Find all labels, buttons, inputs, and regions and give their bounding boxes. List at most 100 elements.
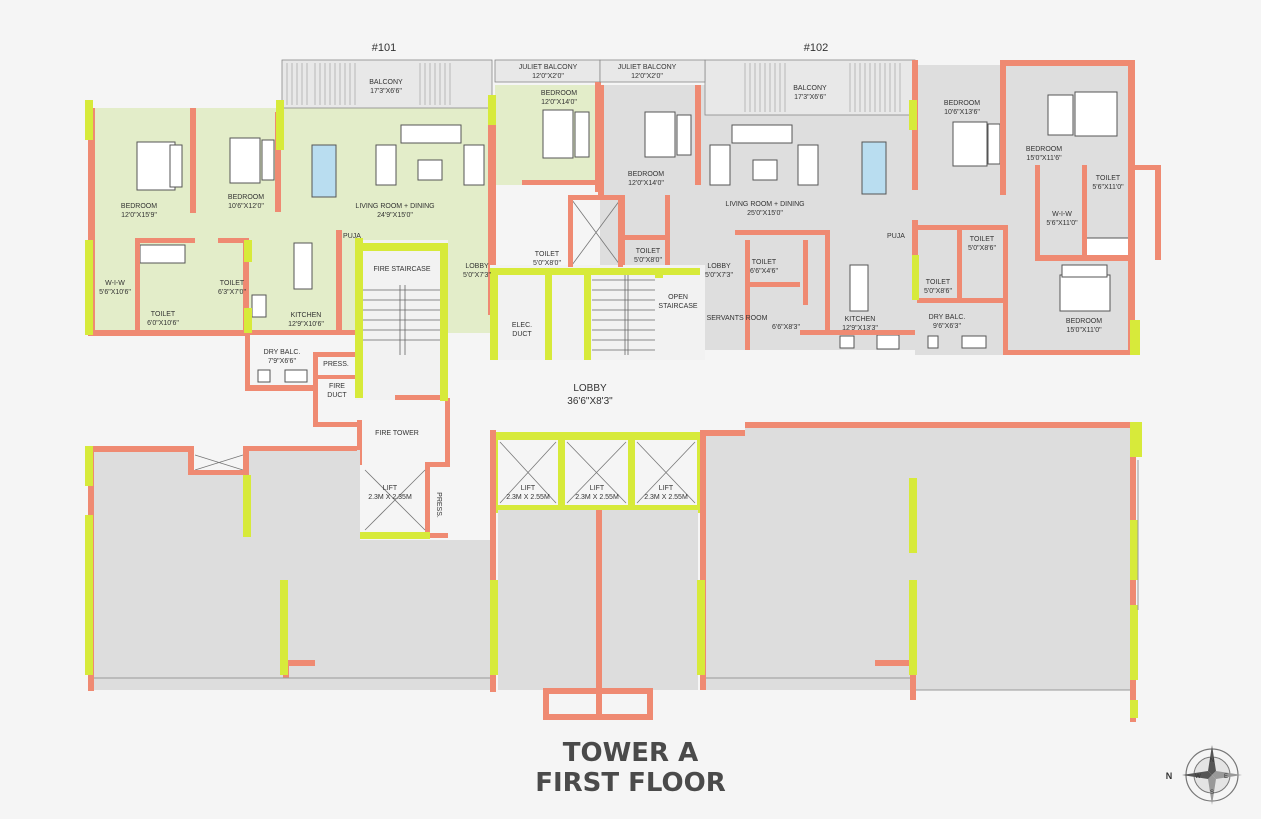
title-line-1: TOWER A (562, 738, 699, 768)
u102-bedroom1-size: 12'0"X14'0" (628, 180, 664, 187)
u101-bedroom1-name: BEDROOM (121, 203, 157, 210)
fire-duct-line2: DUCT (327, 392, 347, 399)
u101-puja: PUJA (343, 233, 361, 240)
u102-servants-name: SERVANTS ROOM (707, 315, 768, 322)
u101-juliet-name: JULIET BALCONY (519, 64, 578, 71)
u102-bedroom1-name: BEDROOM (628, 171, 664, 178)
u101-toilet-b-size: 6'3"X7'0" (218, 289, 246, 296)
u101-bedroom1-size: 12'0"X15'9" (121, 212, 157, 219)
u102-puja: PUJA (887, 233, 905, 240)
compass-letter-n: N (1210, 758, 1214, 764)
u102-toilet-e-size: 5'6"X11'0" (1092, 184, 1124, 191)
u102-bedroom3-name: BEDROOM (1026, 146, 1062, 153)
u102-balcony-size: 17'3"X6'6" (794, 94, 826, 101)
u101-toilet-b-name: TOILET (220, 280, 245, 287)
labels: #101 #102 BALCONY 17'3"X6'6" JULIET BALC… (99, 42, 1124, 518)
lift-1-size: 2.3M X 2.35M (368, 494, 412, 501)
fire-tower-label: FIRE TOWER (375, 430, 419, 437)
u102-bedroom2-size: 10'6"X13'6" (944, 109, 980, 116)
compass-letter-s: S (1210, 790, 1214, 796)
u101-kitchen-size: 12'9"X10'6" (288, 321, 324, 328)
core-floor (490, 265, 705, 360)
u101-dry-balc-name: DRY BALC. (264, 349, 301, 356)
u102-toilet-c-size: 5'0"X8'6" (968, 245, 996, 252)
u102-living-name: LIVING ROOM + DINING (725, 201, 804, 208)
u102-toilet-e-name: TOILET (1096, 175, 1121, 182)
core-lobby-name: LOBBY (573, 383, 607, 394)
u101-bedroom3-name: BEDROOM (541, 90, 577, 97)
compass-rose: N E S W N (1166, 745, 1242, 805)
u101-toilet-a-name: TOILET (151, 311, 176, 318)
lift-1-name: LIFT (383, 485, 398, 492)
open-staircase-line1: OPEN (668, 294, 688, 301)
u102-toilet-a-name: TOILET (636, 248, 661, 255)
u101-living-size: 24'9"X15'0" (377, 212, 413, 219)
u101-living-name: LIVING ROOM + DINING (355, 203, 434, 210)
compass-north-label: N (1166, 771, 1173, 781)
open-staircase-line2: STAIRCASE (658, 303, 697, 310)
lift-2-name: LIFT (521, 485, 536, 492)
u102-juliet-name: JULIET BALCONY (618, 64, 677, 71)
lift-4-size: 2.3M X 2.55M (644, 494, 688, 501)
u101-lobby-size: 5'0"X7'3" (463, 272, 491, 279)
fire-duct-line1: FIRE (329, 383, 345, 390)
unit-101 (85, 59, 602, 391)
u102-toilet-a-size: 5'0"X8'0" (634, 257, 662, 264)
u101-toilet-c-name: TOILET (535, 251, 560, 258)
u102-lobby-size: 5'0"X7'3" (705, 272, 733, 279)
u102-toilet-b-name: TOILET (752, 259, 777, 266)
u102-bedroom3-size: 15'0"X11'6" (1026, 155, 1062, 162)
u102-wiw-name: W-I-W (1052, 211, 1072, 218)
elec-duct-line1: ELEC. (512, 322, 532, 329)
press-label-side: PRESS. (435, 492, 442, 518)
u102-bedroom2-name: BEDROOM (944, 100, 980, 107)
u102-juliet-size: 12'0"X2'0" (631, 73, 663, 80)
lower-wing (85, 422, 1142, 722)
u101-wiw-size: 5'6"X10'6" (99, 289, 131, 296)
u101-toilet-a-size: 6'0"X10'6" (147, 320, 179, 327)
u102-living-size: 25'0"X15'0" (747, 210, 783, 217)
u101-bedroom3-size: 12'0"X14'0" (541, 99, 577, 106)
lift-3-name: LIFT (590, 485, 605, 492)
fire-staircase-label: FIRE STAIRCASE (373, 266, 430, 273)
drawing-title: TOWER A FIRST FLOOR (0, 738, 1261, 798)
unit-101-number: #101 (372, 42, 396, 54)
u101-kitchen-name: KITCHEN (291, 312, 322, 319)
elec-duct-line2: DUCT (512, 331, 532, 338)
u102-kitchen-name: KITCHEN (845, 316, 876, 323)
u101-toilet-c-size: 5'0"X8'0" (533, 260, 561, 267)
lower-right-slab (705, 425, 1135, 690)
core (194, 195, 705, 539)
u102-bedroom4-size: 15'0"X11'0" (1066, 327, 1102, 334)
u102-toilet-d-size: 5'0"X8'6" (924, 288, 952, 295)
lower-left-slab (90, 450, 490, 690)
compass-letter-e: E (1224, 774, 1228, 780)
lift-3-size: 2.3M X 2.55M (575, 494, 619, 501)
press-label-top: PRESS. (323, 361, 349, 368)
u102-dry-balc-size: 9'6"X6'3" (933, 323, 961, 330)
unit-101-balcony-floor (281, 59, 493, 109)
title-line-2: FIRST FLOOR (535, 768, 726, 798)
core-lobby-size: 36'6"X8'3" (567, 396, 613, 407)
lift-2-size: 2.3M X 2.55M (506, 494, 550, 501)
u102-toilet-c-name: TOILET (970, 236, 995, 243)
u101-balcony-name: BALCONY (369, 79, 403, 86)
unit-102-number: #102 (804, 42, 828, 54)
u102-kitchen-size: 12'9"X13'3" (842, 325, 878, 332)
u102-toilet-d-name: TOILET (926, 279, 951, 286)
u101-balcony-size: 17'3"X6'6" (370, 88, 402, 95)
u102-servants-size: 6'6"X8'3" (772, 324, 800, 331)
u102-lobby-name: LOBBY (707, 263, 731, 270)
u101-wiw-name: W-I-W (105, 280, 125, 287)
u101-bedroom2-size: 10'6"X12'0" (228, 203, 264, 210)
u101-lobby-name: LOBBY (465, 263, 489, 270)
u101-dry-balc-size: 7'9"X6'6" (268, 358, 296, 365)
u101-bedroom2-name: BEDROOM (228, 194, 264, 201)
u102-balcony-name: BALCONY (793, 85, 827, 92)
compass-letter-w: W (1195, 774, 1201, 780)
lift-4-name: LIFT (659, 485, 674, 492)
u102-wiw-size: 5'6"X11'0" (1046, 220, 1078, 227)
u101-juliet-size: 12'0"X2'0" (532, 73, 564, 80)
unit-102-juliet-balcony-floor (599, 59, 706, 83)
